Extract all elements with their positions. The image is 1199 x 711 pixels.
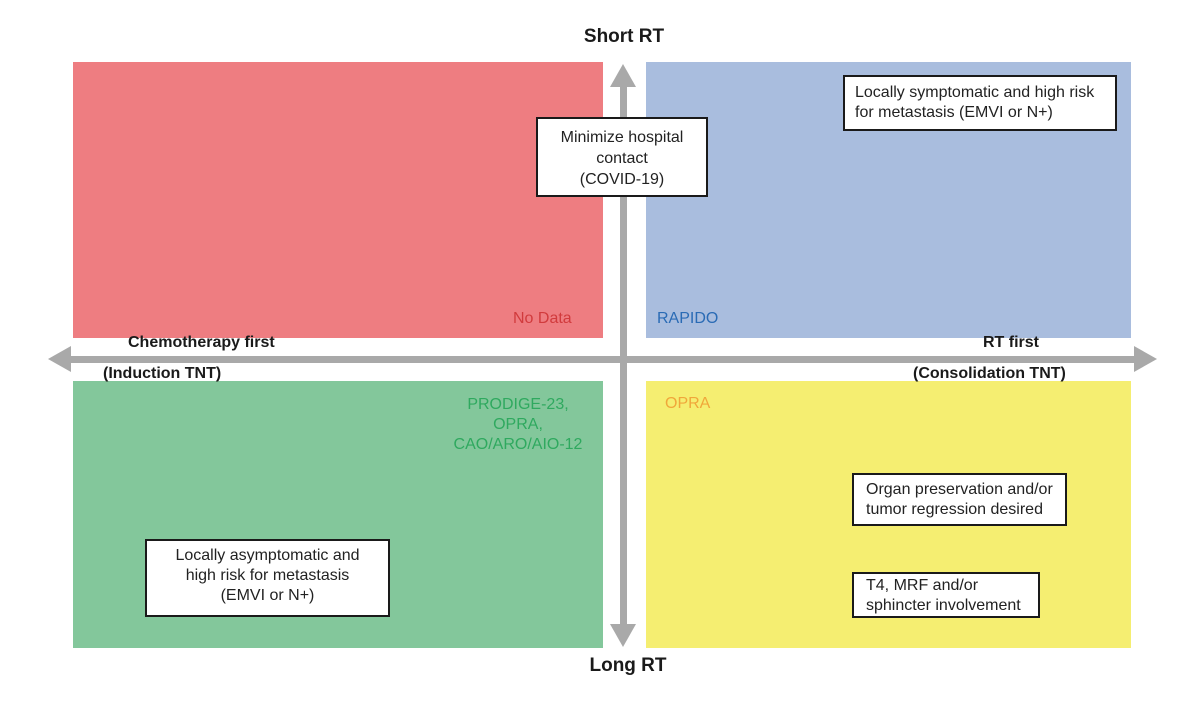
- trial-label-prodige-opra-cao: PRODIGE-23, OPRA, CAO/ARO/AIO-12: [453, 396, 583, 453]
- axis-label-chemotherapy-first: Chemotherapy first: [128, 334, 275, 351]
- trial-label-rapido: RAPIDO: [657, 310, 719, 327]
- vertical-axis-line: [620, 80, 627, 630]
- horizontal-axis-line: [58, 356, 1147, 363]
- axis-label-rt-first: RT first: [983, 334, 1039, 351]
- arrow-left-icon: [48, 346, 71, 372]
- note-box-organ-preservation: Organ preservation and/or tumor regressi…: [852, 473, 1067, 526]
- arrow-right-icon: [1134, 346, 1157, 372]
- axis-label-short-rt: Short RT: [583, 26, 665, 47]
- quadrant-top-left-short-rt-chemo-first: [73, 62, 603, 338]
- arrow-up-icon: [610, 64, 636, 87]
- arrow-down-icon: [610, 624, 636, 647]
- axis-label-consolidation-tnt: (Consolidation TNT): [913, 365, 1066, 382]
- note-box-locally-asymptomatic: Locally asymptomatic and high risk for m…: [145, 539, 390, 617]
- note-box-minimize-hospital-contact: Minimize hospital contact (COVID-19): [536, 117, 708, 197]
- trial-label-opra: OPRA: [665, 395, 711, 412]
- note-box-t4-mrf-sphincter: T4, MRF and/or sphincter involvement: [852, 572, 1040, 618]
- axis-label-long-rt: Long RT: [589, 655, 667, 676]
- axis-label-induction-tnt: (Induction TNT): [103, 365, 222, 382]
- trial-label-no-data: No Data: [513, 310, 572, 327]
- note-box-locally-symptomatic: Locally symptomatic and high risk for me…: [843, 75, 1117, 131]
